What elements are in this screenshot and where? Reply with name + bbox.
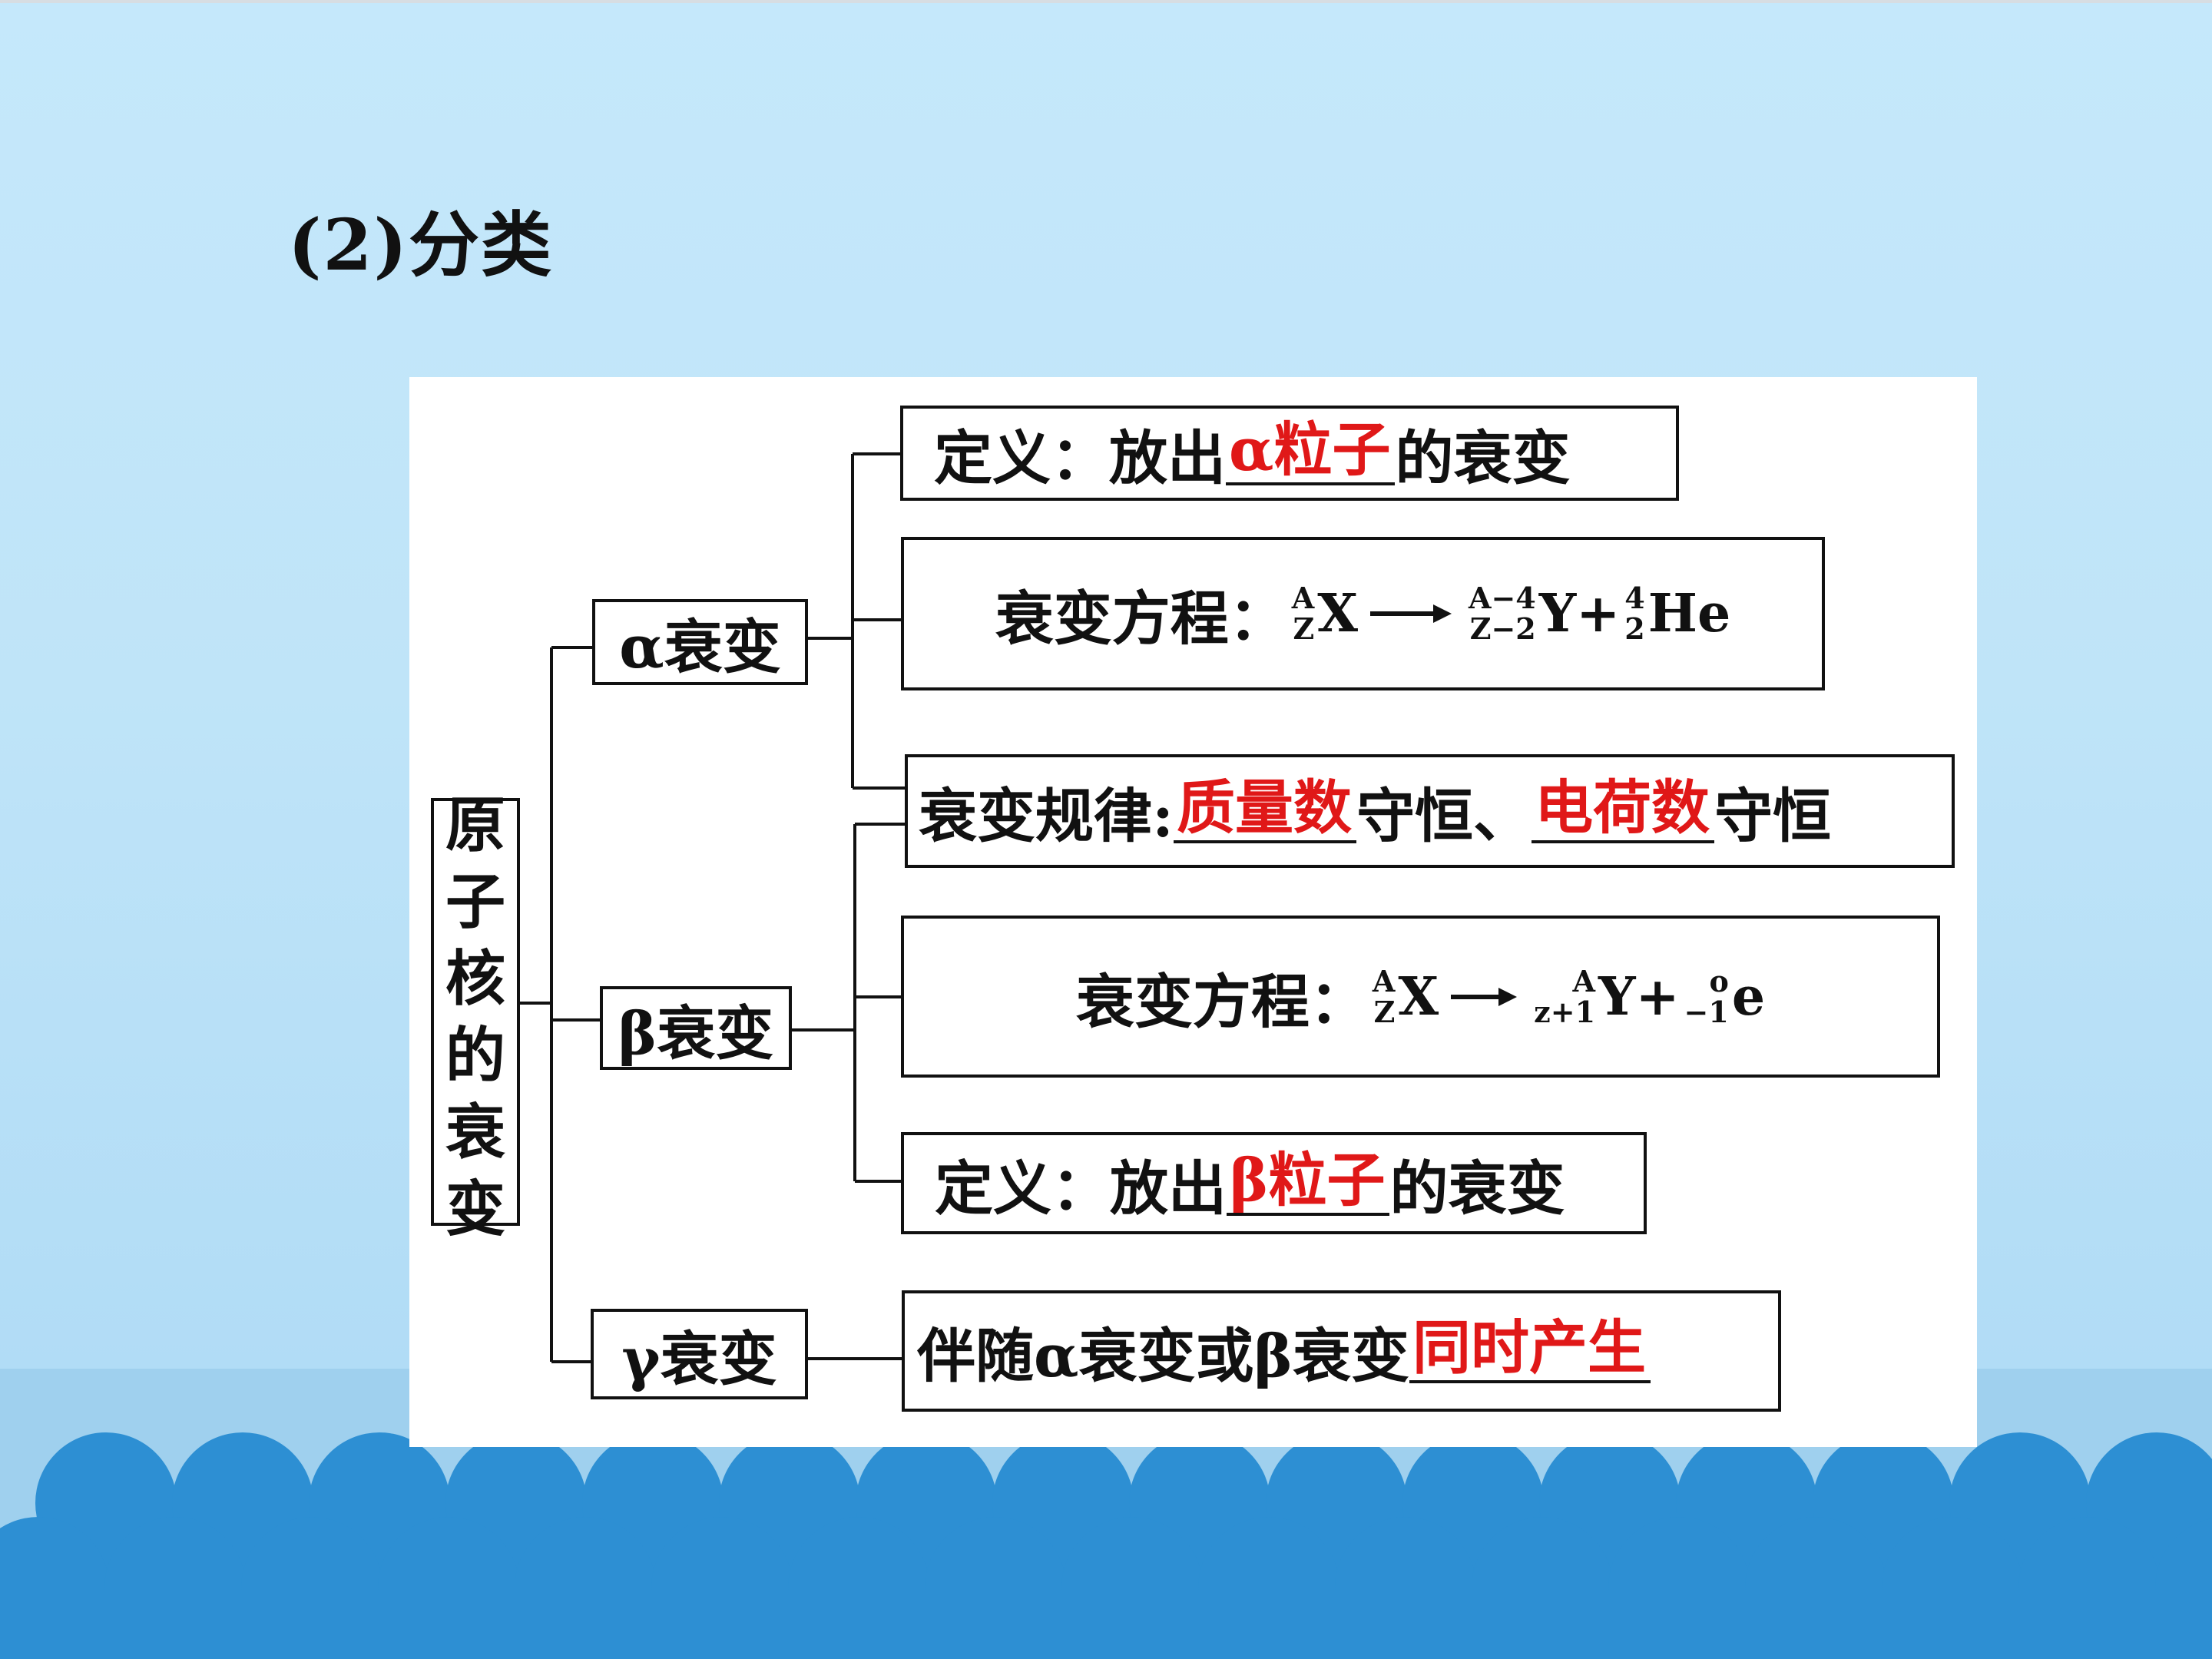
- gamma-description-prefix: 伴随α衰变或β衰变: [917, 1322, 1409, 1390]
- reaction-arrow-icon: [1369, 604, 1452, 623]
- decay-law-box: 衰变规律: 质量数 守恒、 电荷数 守恒: [905, 754, 1955, 868]
- beta-particle-electron: o−1 e: [1684, 963, 1766, 1029]
- classification-diagram: 原 子 核 的 衰 变 α衰变 β衰变 γ衰变 定义：放出 α粒子 的衰变 衰变…: [409, 377, 1977, 1447]
- law-suffix: 守恒: [1714, 782, 1832, 850]
- beta-equation-label: 衰变方程：: [1075, 967, 1368, 1036]
- alpha-definition-suffix: 的衰变: [1395, 424, 1571, 492]
- beta-definition-prefix: 定义：放出: [935, 1154, 1227, 1223]
- beta-decay-box: β衰变: [600, 986, 792, 1070]
- connector-lines: [518, 452, 905, 1363]
- gamma-decay-box: γ衰变: [591, 1309, 808, 1399]
- law-mid: 守恒、: [1356, 782, 1532, 850]
- gamma-description-answer: 同时产生: [1409, 1319, 1651, 1383]
- alpha-definition-prefix: 定义：放出: [934, 424, 1226, 492]
- beta-definition-answer: β粒子: [1227, 1151, 1390, 1216]
- reaction-arrow-icon: [1451, 987, 1518, 1006]
- law-answer-mass-number: 质量数: [1174, 779, 1357, 843]
- beta-definition-box: 定义：放出 β粒子 的衰变: [901, 1132, 1647, 1234]
- root-box: 原 子 核 的 衰 变: [431, 790, 520, 1244]
- root-label: 原 子 核 的 衰 变: [445, 790, 505, 1244]
- slide-title: (2)分类: [288, 204, 554, 286]
- wave-base: [0, 1591, 2212, 1659]
- law-prefix: 衰变规律:: [919, 782, 1174, 850]
- alpha-definition-box: 定义：放出 α粒子 的衰变: [900, 406, 1679, 501]
- beta-plus-sign: +: [1635, 965, 1680, 1028]
- beta-definition-suffix: 的衰变: [1389, 1154, 1565, 1223]
- alpha-decay-box: α衰变: [592, 599, 808, 685]
- wave-decoration: [0, 1432, 2212, 1659]
- gamma-description-box: 伴随α衰变或β衰变 同时产生: [902, 1290, 1781, 1412]
- top-border: [0, 0, 2212, 3]
- law-answer-charge-number: 电荷数: [1532, 779, 1715, 843]
- alpha-definition-answer: α粒子: [1226, 421, 1396, 485]
- alpha-plus-sign: +: [1576, 583, 1621, 644]
- alpha-equation-label: 衰变方程：: [995, 584, 1287, 653]
